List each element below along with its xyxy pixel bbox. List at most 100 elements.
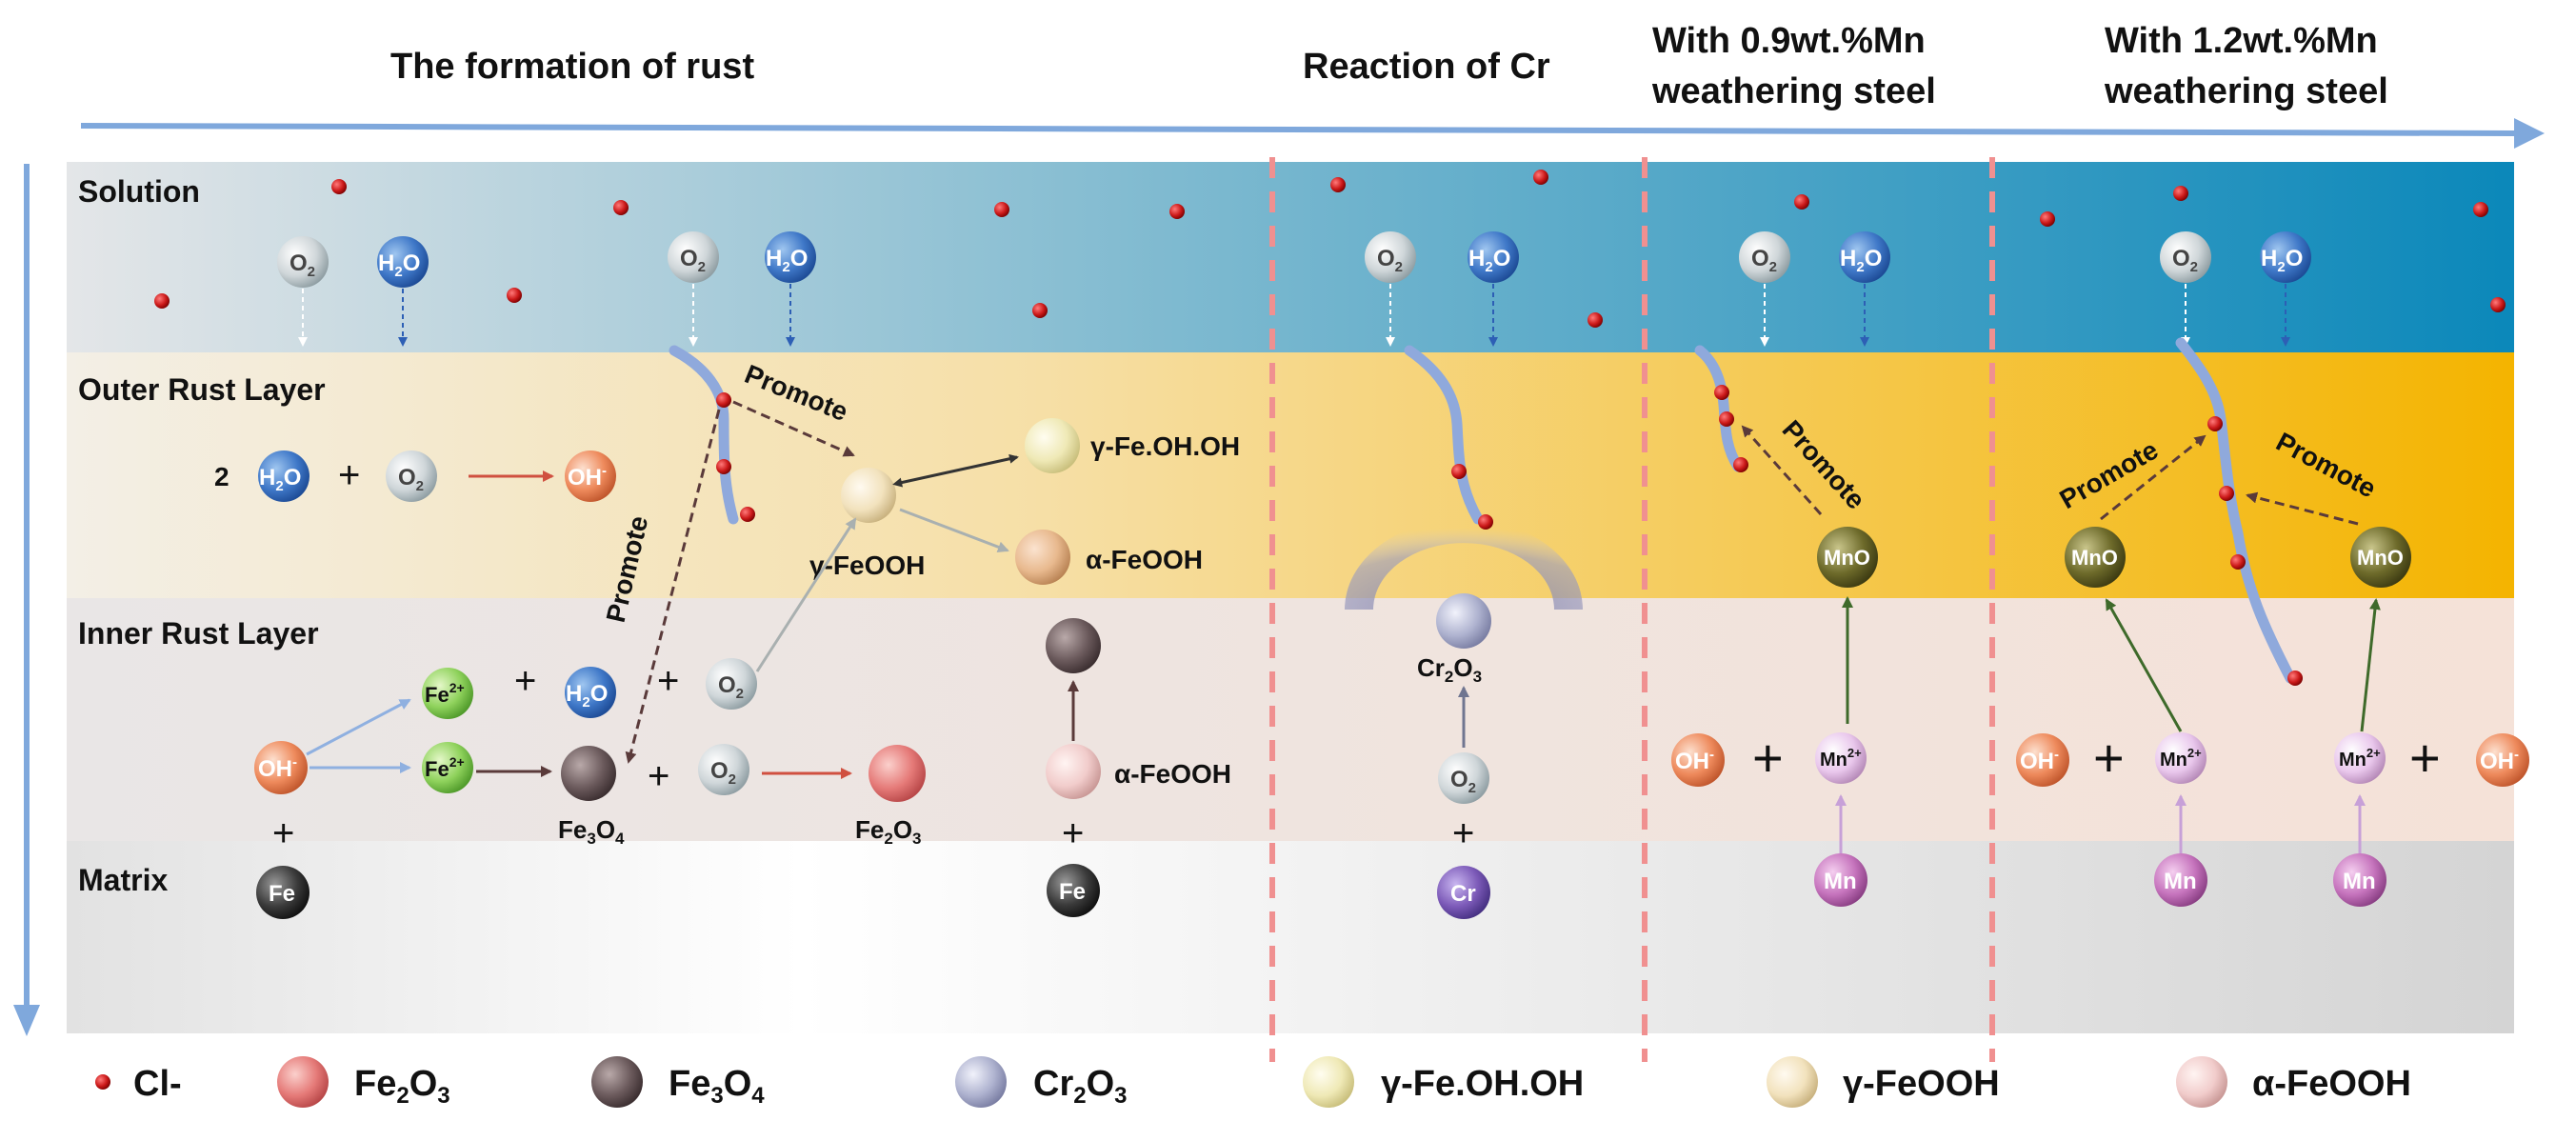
solution-o2-3: O2 [1365,231,1416,283]
header-reaction-of-cr: Reaction of Cr [1303,47,1550,87]
oh-09: OH- [1671,733,1725,787]
legend-item-gamma-feohoh: γ-Fe.OH.OH [1303,1056,1584,1108]
svg-text:Mn: Mn [2164,869,2197,894]
plus-sign: + [2093,728,2125,788]
svg-text:Fe: Fe [269,881,295,907]
cr-matrix: Cr [1437,866,1490,919]
label-matrix: Matrix [78,863,168,897]
header-0-9-mn-line2: weathering steel [1651,71,1936,111]
legend-item-alpha-feooh: α-FeOOH [2176,1056,2411,1108]
matrix-layer [67,841,2514,1033]
legend-item-cr2o3: Cr2O3 [955,1056,1128,1109]
svg-text:α-FeOOH: α-FeOOH [2252,1064,2411,1104]
label-fe3o4: Fe3O4 [558,815,625,848]
time-axis-arrow [80,118,2545,149]
solution-o2-1: O2 [277,236,329,288]
mn2-12-right: Mn2+ [2334,732,2386,784]
fe3o4-ball [561,746,616,801]
svg-text:γ-FeOOH: γ-FeOOH [1843,1064,2000,1104]
svg-text:O2: O2 [1377,246,1403,275]
mn-matrix-2: Mn [2154,853,2207,907]
svg-text:H2O: H2O [378,250,420,280]
svg-text:OH-: OH- [1675,747,1714,774]
mno-ball-2: MnO [2065,527,2126,588]
fe2o3-ball [869,745,926,802]
plus-sign: + [2409,728,2441,788]
solution-o2-4: O2 [1739,231,1790,283]
promote-arrow-5 [2246,491,2359,526]
cr2o3-shield-arc [1345,519,1583,610]
svg-text:O2: O2 [2172,246,2198,275]
svg-text:H2O: H2O [1840,246,1882,275]
crack-3 [1694,345,1744,472]
svg-text:Cl-: Cl- [133,1064,182,1104]
svg-text:γ-Fe.OH.OH: γ-Fe.OH.OH [1381,1064,1584,1104]
plus-sign: + [272,812,294,854]
outer-o2: O2 [386,450,437,502]
arrow-mn2-to-mno-2 [2105,598,2183,732]
svg-text:O2: O2 [1450,767,1476,796]
label-cr2o3: Cr2O3 [1417,653,1482,686]
legend-item-fe2o3: Fe2O3 [277,1056,450,1109]
svg-text:Cr: Cr [1450,881,1476,907]
svg-text:H2O: H2O [259,465,301,494]
oh-12-left: OH- [2016,733,2069,787]
coefficient-2: 2 [214,462,230,491]
svg-text:Cr2O3: Cr2O3 [1033,1064,1128,1109]
label-solution: Solution [78,174,200,209]
label-alpha-feooh-inner: α-FeOOH [1114,759,1231,789]
inner-rust-layer [67,598,2514,841]
plus-sign: + [1062,812,1084,854]
chloride-ions [154,170,2506,328]
svg-text:Mn2+: Mn2+ [2160,746,2202,771]
svg-text:MnO: MnO [2357,546,2404,570]
svg-text:Fe3O4: Fe3O4 [669,1064,765,1109]
fe2-ion-1: Fe2+ [422,668,473,719]
svg-text:O2: O2 [1751,246,1777,275]
mno-ball-1: MnO [1817,527,1878,588]
mn-matrix-1: Mn [1814,853,1867,907]
svg-text:Fe2O3: Fe2O3 [354,1064,450,1109]
solution-layer [67,162,2514,352]
svg-text:O2: O2 [290,250,315,280]
alpha-feooh-inner-ball [1046,744,1101,799]
crack-1 [669,345,739,525]
solution-h2o-3: H2O [1468,231,1519,283]
cr-o2: O2 [1438,752,1489,804]
legend: Cl- Fe2O3 Fe3O4 Cr2O3 γ-Fe.OH.OH γ-FeOOH… [95,1056,2411,1109]
svg-text:Mn2+: Mn2+ [2339,746,2381,771]
outer-oh: OH- [565,450,616,502]
header-formation-of-rust: The formation of rust [390,47,754,87]
label-outer-rust-layer: Outer Rust Layer [78,372,326,407]
svg-text:OH-: OH- [2020,747,2059,774]
plus-sign: + [338,454,360,496]
svg-text:O2: O2 [710,758,736,788]
label-gamma-feohoh: γ-Fe.OH.OH [1090,431,1240,461]
header-1-2-mn-line1: With 1.2wt.%Mn [2105,21,2378,61]
promote-arrow-3 [1741,425,1823,515]
plus-sign: + [1452,812,1474,854]
plus-sign: + [1752,728,1784,788]
promote-arrow-4 [2100,434,2207,521]
arrow-to-alpha-outer [899,508,1009,553]
solution-h2o-1: H2O [377,236,429,288]
crack-2 [1404,345,1484,525]
svg-text:H2O: H2O [766,246,808,275]
promote-arrow-1 [732,400,855,457]
fe3o4-inner-column [1046,618,1101,673]
svg-text:OH-: OH- [2480,747,2519,774]
inner-h2o: H2O [565,667,616,718]
svg-text:H2O: H2O [2261,246,2303,275]
legend-item-fe3o4: Fe3O4 [591,1056,765,1109]
label-fe2o3: Fe2O3 [855,815,922,848]
fe2-ion-2: Fe2+ [422,742,473,793]
svg-text:H2O: H2O [566,681,608,711]
svg-text:Mn: Mn [2343,869,2376,894]
legend-item-cl: Cl- [95,1064,182,1104]
svg-text:O2: O2 [718,672,744,702]
legend-item-gamma-feooh: γ-FeOOH [1767,1056,2000,1108]
solution-h2o-2: H2O [765,231,816,283]
plus-sign: + [514,660,536,702]
solution-h2o-4: H2O [1839,231,1890,283]
svg-text:Fe: Fe [1059,879,1086,905]
